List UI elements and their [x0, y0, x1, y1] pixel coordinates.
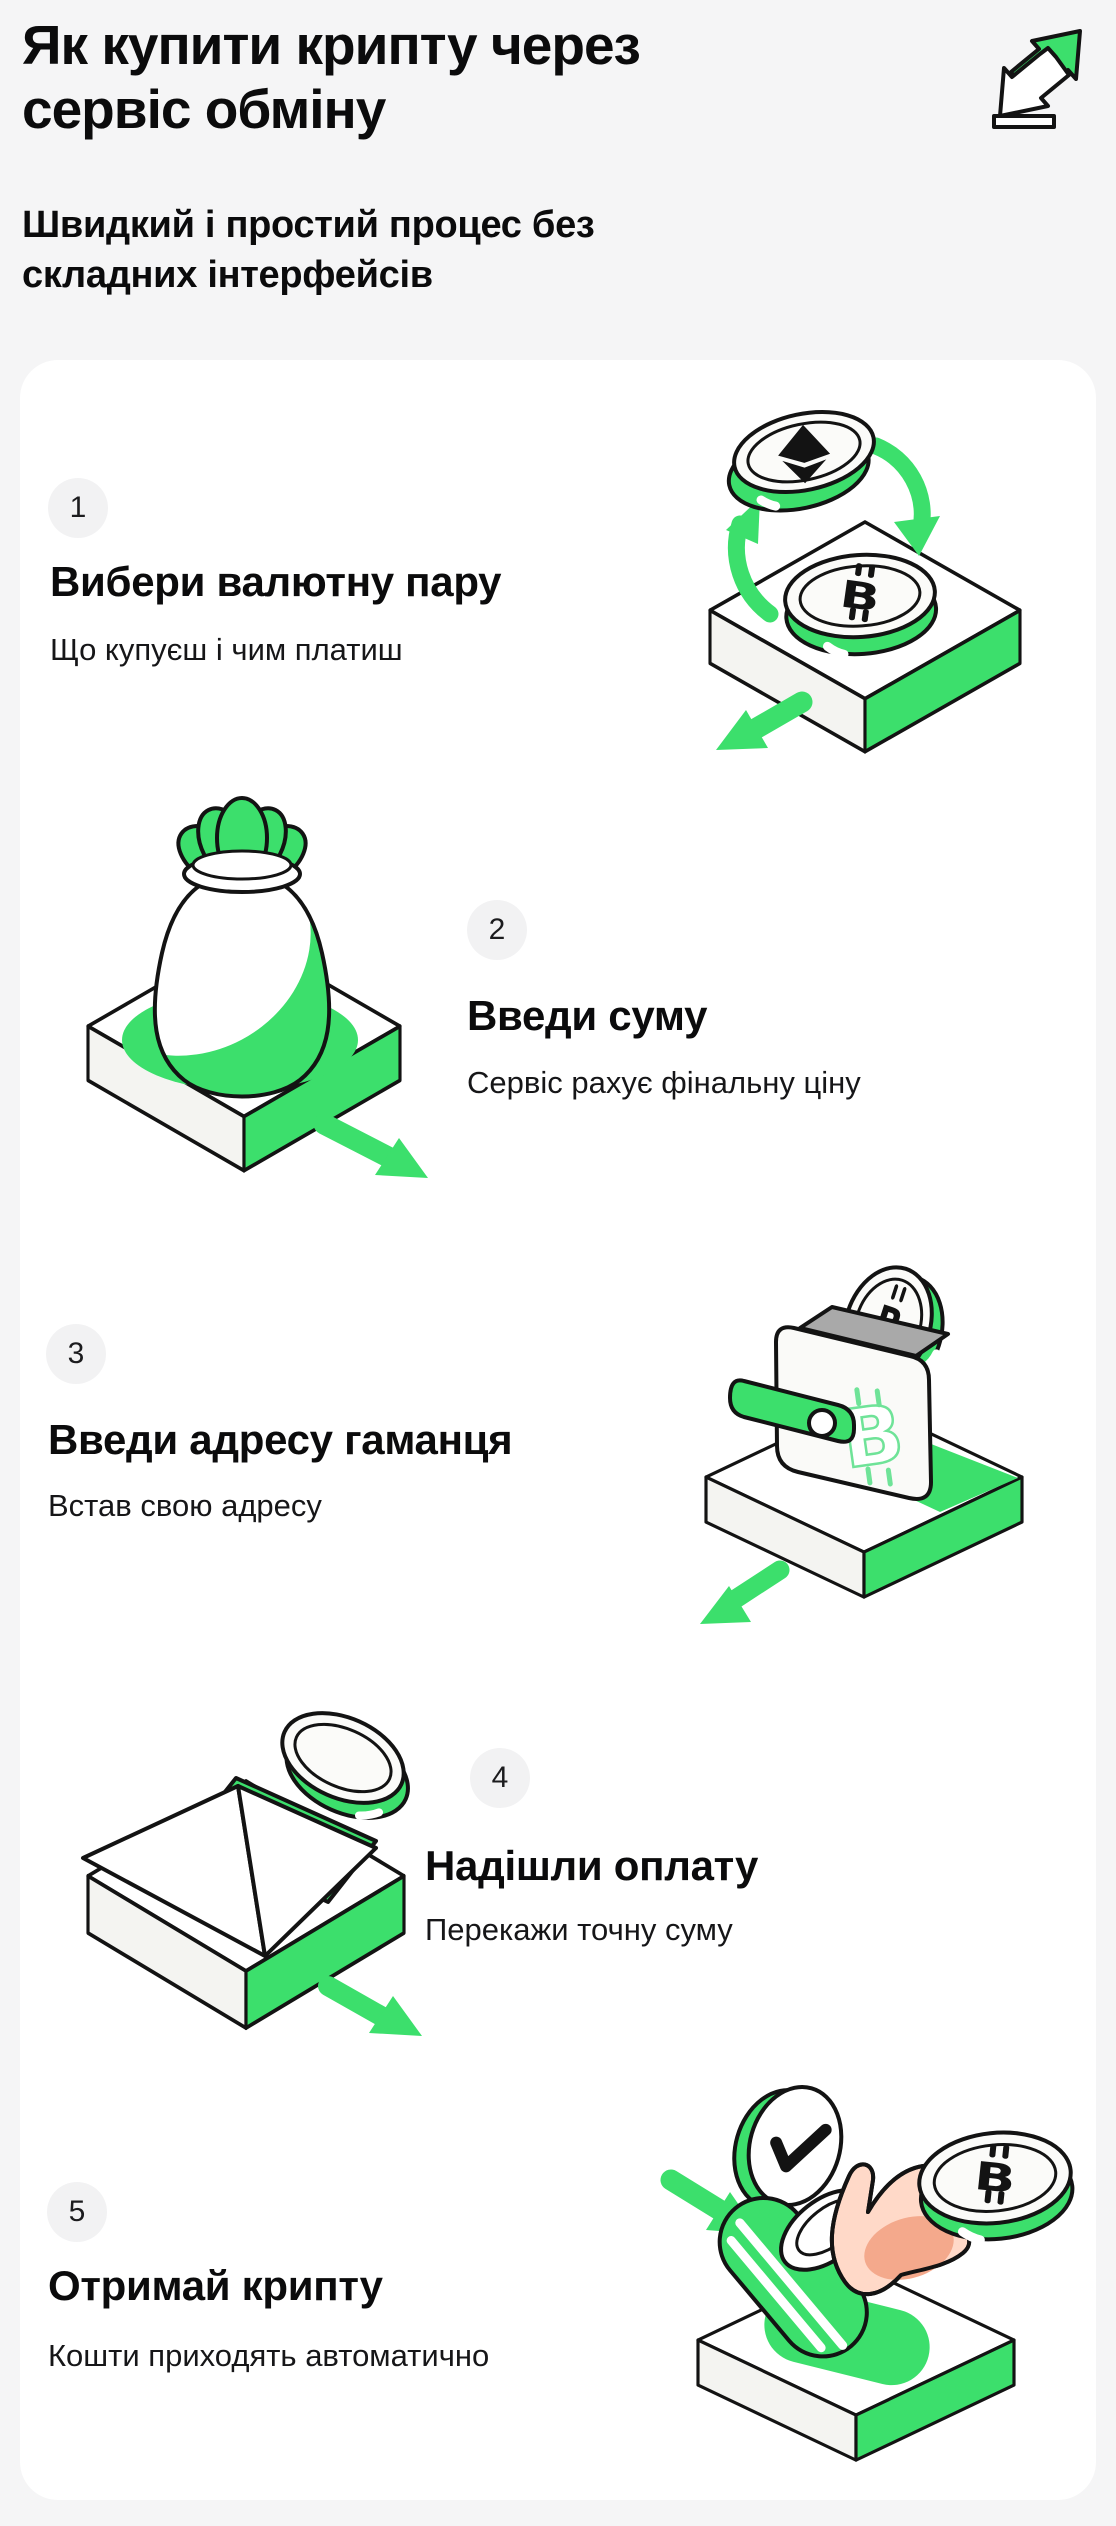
btc-coin-icon: B: [783, 552, 939, 659]
wallet-icon: B: [728, 1305, 950, 1501]
step-title: Введи суму: [467, 992, 708, 1039]
step-number-badge: 3: [46, 1324, 106, 1384]
svg-text:B: B: [972, 2153, 1018, 2203]
out-arrow-icon: [313, 1113, 428, 1178]
envelope-icon: [81, 1776, 378, 1958]
sleeve-icon: [717, 2195, 869, 2359]
steps-card: 1 Вибери валютну пару Що купуєш і чим пл…: [20, 360, 1096, 2500]
svg-text:B: B: [837, 572, 882, 621]
step-number-badge: 1: [48, 478, 108, 538]
step-title: Надішли оплату: [425, 1842, 759, 1889]
step-description: Встав свою адресу: [48, 1488, 322, 1523]
cycle-arrows-icon: [727, 437, 931, 623]
step-description: Перекажи точну суму: [425, 1912, 733, 1947]
arrow-down-icon: [998, 46, 1071, 118]
out-arrow-icon: [318, 1976, 422, 2036]
money-bag-illustration: [42, 788, 474, 1185]
exchange-arrows-icon: [986, 12, 1102, 130]
step-number-badge: 4: [470, 1748, 530, 1808]
step-description: Сервіс рахує фінальну ціну: [467, 1065, 861, 1100]
out-arrow-icon: [716, 691, 813, 750]
step-title: Отримай крипту: [48, 2262, 383, 2309]
step-description: Що купуєш і чим платиш: [50, 632, 403, 667]
step-number-badge: 5: [47, 2182, 107, 2242]
step-number-badge: 2: [467, 900, 527, 960]
envelope-payment-illustration: [28, 1686, 486, 2104]
check-coin-icon: [732, 2085, 844, 2211]
page-title: Як купити крипту через сервіс обміну: [22, 14, 641, 140]
out-arrow-icon: [700, 1560, 790, 1624]
step-title: Введи адресу гаманця: [48, 1416, 513, 1463]
btc-coin-icon: B: [917, 2130, 1075, 2245]
currency-pair-coins-illustration: B: [688, 382, 1106, 784]
page-subtitle: Швидкий і простий процес без складних ін…: [22, 204, 595, 297]
coin-icon: [280, 1711, 410, 1820]
wallet-bitcoin-illustration: B B: [648, 1250, 1103, 1652]
hand-receiving-crypto-illustration: B: [613, 2070, 1105, 2484]
step-title: Вибери валютну пару: [50, 558, 502, 605]
step-number: 4: [491, 1761, 509, 1794]
money-bag-icon: [152, 796, 332, 1099]
step-number: 2: [488, 913, 506, 946]
step-description: Кошти приходять автоматично: [48, 2338, 490, 2373]
eth-coin-icon: [726, 410, 876, 513]
step-number: 3: [67, 1337, 85, 1370]
step-number: 1: [69, 491, 87, 524]
step-number: 5: [68, 2195, 86, 2228]
arrow-base: [992, 114, 1056, 129]
